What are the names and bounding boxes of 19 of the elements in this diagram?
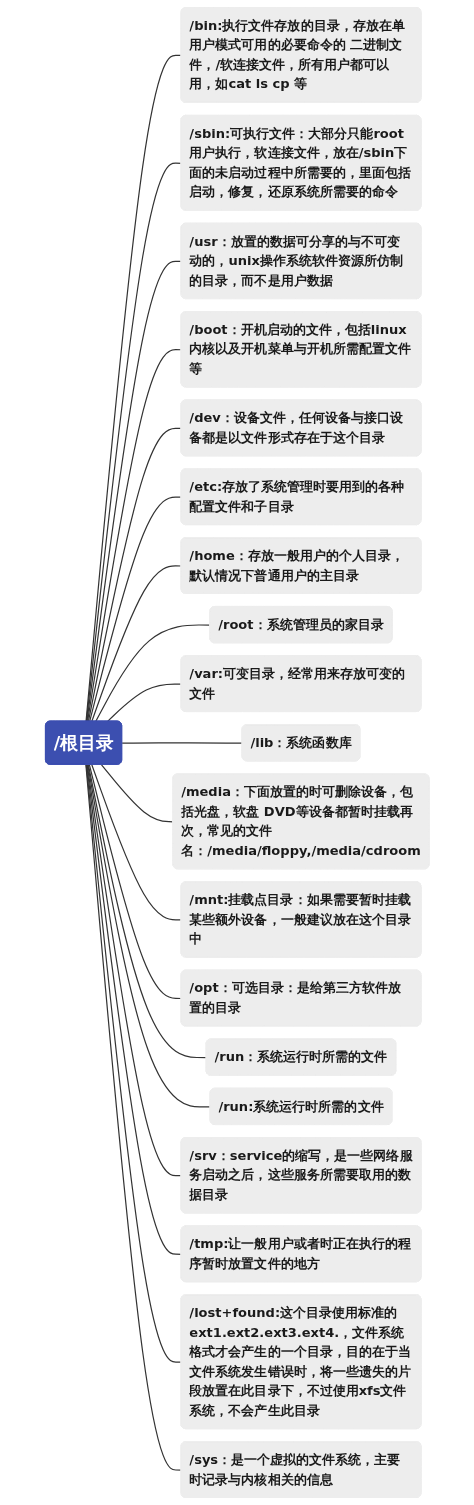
connector: [87, 427, 182, 723]
connector: [85, 54, 182, 723]
connector: [90, 764, 182, 921]
connector: [87, 764, 207, 1059]
connector: [86, 349, 182, 723]
connector: [94, 624, 211, 723]
connector: [86, 764, 211, 1108]
connector: [85, 764, 182, 1255]
connector: [85, 764, 182, 1363]
connector: [121, 742, 243, 744]
connector: [106, 683, 182, 723]
connector: [85, 260, 182, 723]
connector: [90, 565, 182, 723]
connector: [85, 162, 182, 723]
connector: [100, 764, 174, 823]
connector: [85, 764, 182, 1471]
connector: [88, 764, 182, 1000]
connector: [86, 764, 182, 1177]
connector: [88, 496, 182, 723]
